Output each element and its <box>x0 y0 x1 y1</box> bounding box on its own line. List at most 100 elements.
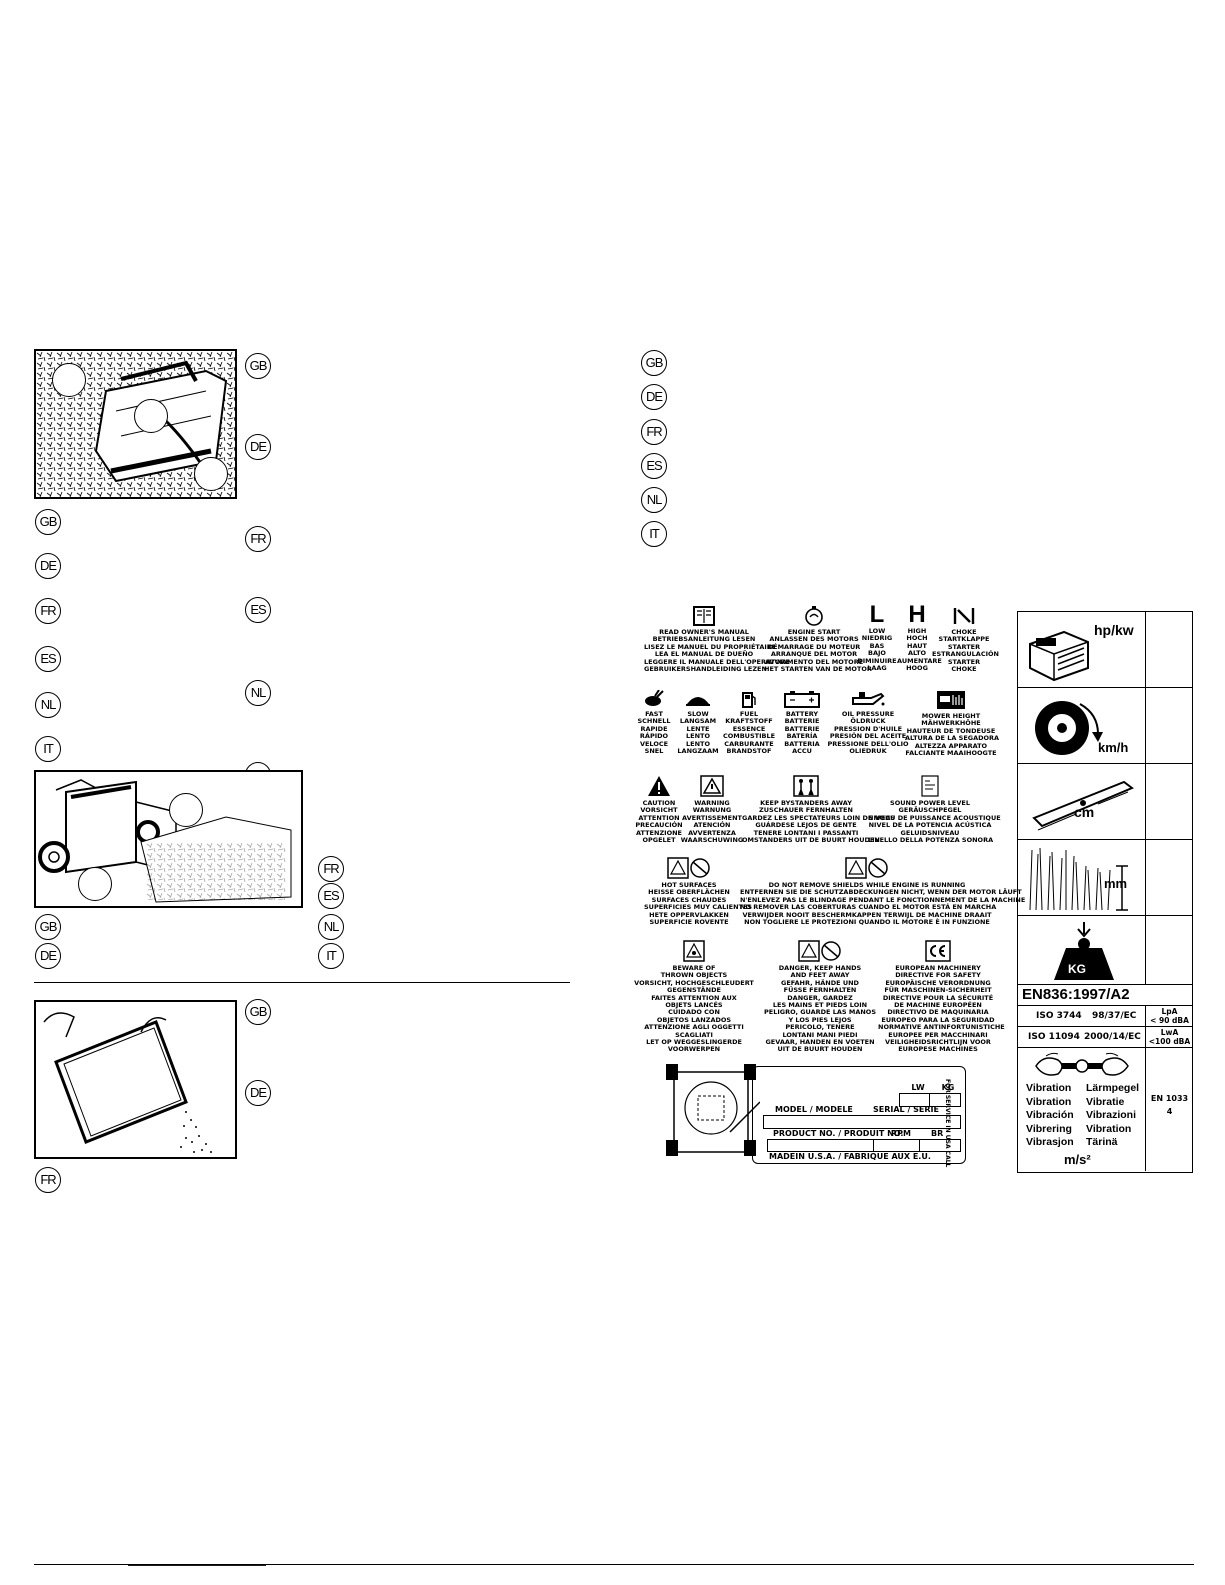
shields-icon <box>845 857 888 879</box>
spec-vibration-side: EN 1033 4 <box>1145 1048 1193 1171</box>
lang-nl: NL <box>318 914 344 940</box>
spec-vibration-col1: Vibration Vibration Vibración Vibrering … <box>1026 1082 1074 1148</box>
keep-hands-away-icon <box>798 940 841 962</box>
lang-it: IT <box>641 521 667 547</box>
figure-callout-4 <box>169 793 203 827</box>
spec-iso1-side: LpA < 90 dBA <box>1145 1006 1193 1027</box>
symbol-caution: CAUTION VORSICHT ATTENTION PRECAUCIÓN AT… <box>634 775 684 844</box>
symbol-keep-bystanders-away: KEEP BYSTANDERS AWAY ZUSCHAUER FERNHALTE… <box>742 775 895 844</box>
keep-bystanders-away-icon <box>793 775 819 797</box>
label-plate-model-box <box>763 1115 961 1129</box>
symbol-choke: CHOKE STARTKLAPPE STARTER ESTRANGULACIÓN… <box>932 606 999 673</box>
turtle-icon <box>686 697 710 706</box>
lang-nl: NL <box>35 692 61 718</box>
symbol-low: L LOW NIEDRIG BAS BAJO DIMINUIRE LAAG <box>857 601 897 673</box>
symbol-warning: WARNING WARNUNG AVERTISSEMENT ATENCIÓN A… <box>680 775 744 844</box>
label-plate-side-text: FOR SERVICE IN USA CALL <box>944 1079 951 1168</box>
sound-power-icon <box>921 775 939 797</box>
lang-fr: FR <box>641 419 667 445</box>
symbol-oil-pressure: OIL PRESSURE ÖLDRUCK PRESSION D'HUILE PR… <box>826 690 910 755</box>
spec-table: hp/kw km/h cm mm <box>1017 611 1193 1173</box>
lang-es: ES <box>641 453 667 479</box>
spec-vibration-col2: Lärmpegel Vibratie Vibrazioni Vibration … <box>1086 1082 1140 1148</box>
lang-de: DE <box>641 384 667 410</box>
label-plate: LW KG MODEL / MODELE SERIAL / SERIE PROD… <box>752 1066 966 1168</box>
label-plate-serial: SERIAL / SERIE <box>873 1105 939 1114</box>
bag-attach-illustration <box>38 779 292 903</box>
wheel-icon <box>1035 701 1103 755</box>
lang-gb: GB <box>245 999 271 1025</box>
spec-row-standard: EN836:1997/A2 <box>1018 985 1192 1006</box>
lang-nl: NL <box>641 487 667 513</box>
symbol-thrown-objects: BEWARE OF THROWN OBJECTS VORSICHT, HOCHG… <box>634 940 754 1054</box>
figure-grass-bag <box>34 349 237 499</box>
label-plate-product-no: PRODUCT NO. / PRODUIT NO. <box>773 1129 904 1138</box>
label-plate-lw-kg-box <box>899 1093 961 1107</box>
spec-cm-label: cm <box>1074 804 1095 820</box>
label-plate-model: MODEL / MODELE <box>775 1105 853 1114</box>
figure-empty-bag <box>34 1000 237 1159</box>
spec-iso2-side: LwA <100 dBA <box>1145 1027 1193 1048</box>
spec-row-iso2: ISO 11094 2000/14/EC <box>1018 1027 1145 1048</box>
mower-top-view <box>666 1064 760 1156</box>
fuel-icon <box>742 692 756 708</box>
spec-row-speed: km/h <box>1018 688 1145 764</box>
symbol-slow: SLOW LANGSAM LENTE LENTO LENTO LANGZAAM <box>676 690 720 755</box>
spec-row-hp: hp/kw <box>1018 612 1145 688</box>
lang-gb: GB <box>35 509 61 535</box>
oil-pressure-icon <box>852 692 885 706</box>
figure-callout-5 <box>78 867 112 901</box>
symbol-high: H HIGH HOCH HAUT ALTO AUMENTARE HOOG <box>897 601 942 673</box>
grass-height-icon <box>1029 847 1128 911</box>
symbol-fast: FAST SCHNELL RAPIDE RÁPIDO VELOCE SNEL <box>636 690 672 755</box>
lang-de: DE <box>245 434 271 460</box>
caution-icon <box>648 776 670 796</box>
vibration-icon <box>1035 1052 1129 1076</box>
lang-de: DE <box>35 943 61 969</box>
lang-fr: FR <box>318 856 344 882</box>
figure-callout-3 <box>194 457 228 491</box>
symbol-sound-power-level: SOUND POWER LEVEL GERÄUSCHPEGEL NIVEAU D… <box>868 775 1001 844</box>
spec-hp-kw-label: hp/kw <box>1094 622 1134 638</box>
symbol-battery: BATTERY BATTERIE BATTERIE BATERÍA BATTER… <box>778 690 826 755</box>
footer-rule <box>34 1564 1194 1565</box>
spec-row-cut-width: cm <box>1018 764 1145 840</box>
lang-it: IT <box>35 736 61 762</box>
spec-kg-label: KG <box>1068 962 1086 976</box>
spec-unit-label: m/s² <box>1064 1152 1091 1167</box>
symbol-mower-height: MOWER HEIGHT MÄHWERKHÖHE HAUTEUR DE TOND… <box>905 690 999 757</box>
engine-icon <box>1029 630 1089 682</box>
symbol-hot-surfaces: HOT SURFACES HEISSE OBERFLÄCHEN SURFACES… <box>644 857 752 926</box>
lang-de: DE <box>35 553 61 579</box>
weight-icon <box>1054 922 1114 980</box>
lang-de: DE <box>245 1080 271 1106</box>
spec-iso2-dir: 2000/14/EC <box>1084 1032 1141 1042</box>
rabbit-icon <box>645 690 664 706</box>
spec-row-cut-height: mm <box>1018 840 1145 916</box>
symbol-keep-hands-away: DANGER, KEEP HANDS AND FEET AWAY GEFAHR,… <box>760 940 880 1054</box>
symbol-fuel: FUEL KRAFTSTOFF ESSENCE COMBUSTIBLE CARB… <box>722 690 776 755</box>
high-icon: H <box>908 601 926 628</box>
lang-gb: GB <box>641 350 667 376</box>
lang-es: ES <box>318 883 344 909</box>
engine-start-icon <box>805 606 823 626</box>
label-plate-product-box <box>767 1139 961 1152</box>
empty-bag-illustration <box>43 1012 212 1153</box>
spec-standard-label: EN836:1997/A2 <box>1022 986 1130 1003</box>
spec-iso2-label: ISO 11094 <box>1028 1032 1080 1042</box>
book-icon <box>693 606 715 626</box>
thrown-objects-icon <box>683 940 705 962</box>
mower-height-icon <box>937 691 965 709</box>
lang-es: ES <box>245 597 271 623</box>
figure-callout-1 <box>52 363 86 397</box>
label-plate-lw: LW <box>911 1083 925 1092</box>
lang-fr: FR <box>35 598 61 624</box>
symbol-ce-mark: EUROPEAN MACHINERY DIRECTIVE FOR SAFETY … <box>878 940 1005 1054</box>
spec-iso1-label: ISO 3744 <box>1036 1011 1082 1021</box>
lang-gb: GB <box>245 353 271 379</box>
spec-kmh-label: km/h <box>1098 740 1129 755</box>
footer-link-underline[interactable] <box>128 1565 266 1566</box>
spec-mm-label: mm <box>1104 876 1128 891</box>
symbol-engine-start: ENGINE START ANLASSEN DES MOTORS DÉMARRA… <box>764 606 872 673</box>
spec-iso1-dir: 98/37/EC <box>1092 1011 1137 1021</box>
